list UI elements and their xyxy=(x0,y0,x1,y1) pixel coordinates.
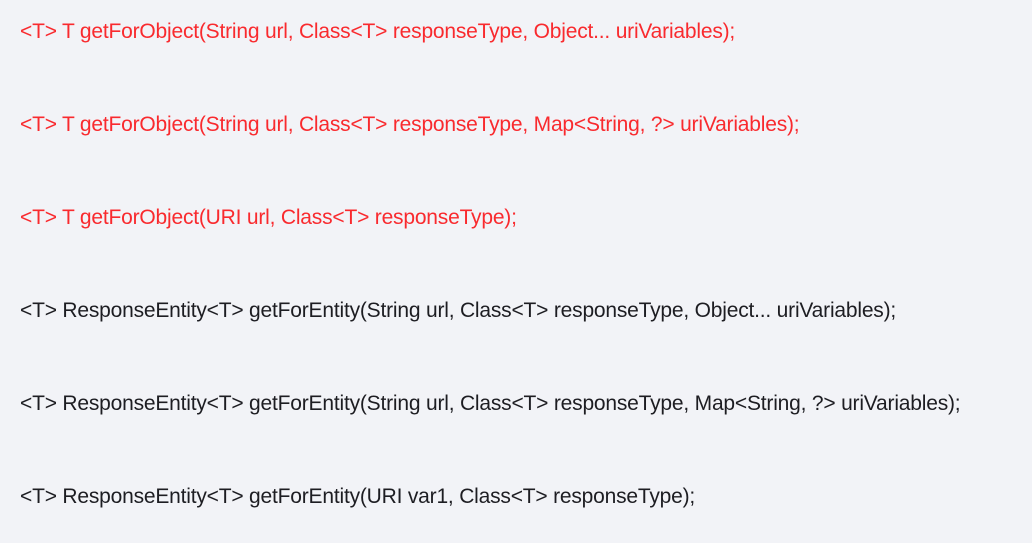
code-line-getforentity-uri: <T> ResponseEntity<T> getForEntity(URI v… xyxy=(20,485,696,508)
code-line-getforentity-map: <T> ResponseEntity<T> getForEntity(Strin… xyxy=(20,392,961,415)
code-line-getforobject-uri: <T> T getForObject(URI url, Class<T> res… xyxy=(20,206,517,229)
code-line-getforentity-object-varargs: <T> ResponseEntity<T> getForEntity(Strin… xyxy=(20,299,897,322)
code-line-getforobject-object-varargs: <T> T getForObject(String url, Class<T> … xyxy=(20,20,736,43)
code-line-getforobject-map: <T> T getForObject(String url, Class<T> … xyxy=(20,113,800,136)
